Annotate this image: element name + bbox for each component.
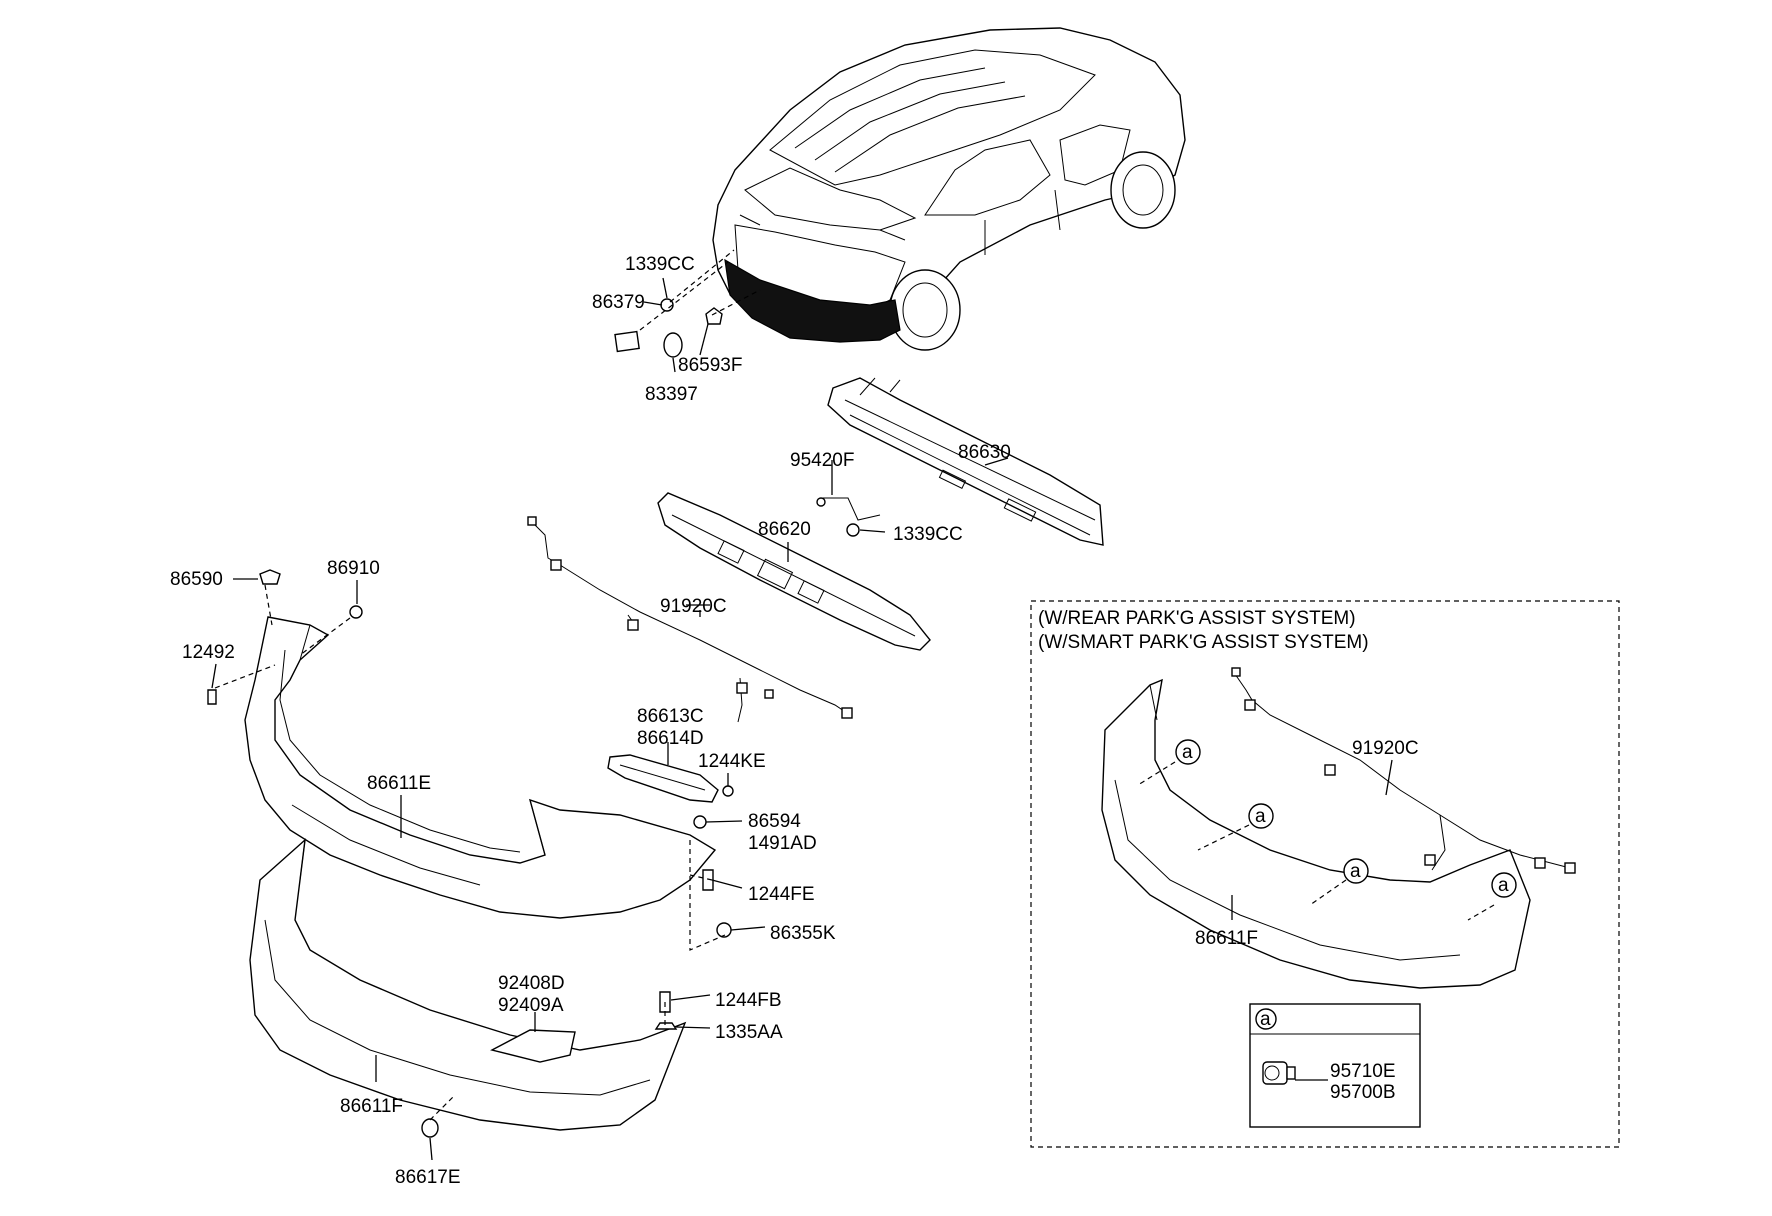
side-bracket-86613c xyxy=(607,754,734,829)
lbl-86379: 86379 xyxy=(592,292,645,313)
part-86910-clip xyxy=(349,605,363,619)
legend-key-circle xyxy=(1255,1008,1277,1030)
lbl-86614d: 86614D xyxy=(637,728,704,749)
lbl-1339cc-top: 1339CC xyxy=(625,254,695,275)
lbl-1244fe: 1244FE xyxy=(748,884,815,905)
lbl-86594: 86594 xyxy=(748,811,801,832)
marker-a-3 xyxy=(1343,858,1369,884)
lbl-83397: 83397 xyxy=(645,384,698,405)
lbl-95710e: 95710E xyxy=(1330,1061,1396,1082)
lbl-86593f: 86593F xyxy=(678,355,742,376)
inset-bumper-86611f xyxy=(1101,678,1531,989)
part-83397-grommet xyxy=(663,332,683,358)
lbl-86590: 86590 xyxy=(170,569,223,590)
lbl-1244fb: 1244FB xyxy=(715,990,782,1011)
energy-absorber-86620 xyxy=(657,492,931,651)
lbl-1335aa: 1335AA xyxy=(715,1022,783,1043)
rear-bumper-upper-86611e xyxy=(244,616,717,919)
part-12492-bolt xyxy=(207,689,217,705)
lbl-12492: 12492 xyxy=(182,642,235,663)
inset-title-line1: (W/REAR PARK'G ASSIST SYSTEM) xyxy=(1038,608,1356,629)
bracket-95420f xyxy=(816,497,881,537)
marker-a-3-letter: a xyxy=(1350,861,1361,882)
inset-park-assist: (W/REAR PARK'G ASSIST SYSTEM) (W/SMART P… xyxy=(1030,600,1620,1148)
lbl-86613c: 86613C xyxy=(637,706,704,727)
reflector-92408d xyxy=(490,1029,576,1063)
lbl-86620: 86620 xyxy=(758,519,811,540)
marker-a-2-letter: a xyxy=(1255,806,1266,827)
lbl-91920c: 91920C xyxy=(660,596,727,617)
marker-a-2 xyxy=(1248,803,1274,829)
lbl-1491ad: 1491AD xyxy=(748,833,817,854)
part-86379-cover xyxy=(614,330,640,353)
inset-title-line2: (W/SMART PARK'G ASSIST SYSTEM) xyxy=(1038,632,1369,653)
part-86617e-cap xyxy=(421,1118,439,1138)
part-86590-clip xyxy=(259,569,281,585)
callout-labels: 1339CC 86379 86593F 83397 86630 95420F 8… xyxy=(170,254,1011,1188)
part-1244fe-bolt xyxy=(702,869,714,891)
part-86593f-screw xyxy=(705,307,723,325)
legend-key-letter: a xyxy=(1260,1009,1271,1030)
lbl-inset-86611f: 86611F xyxy=(1195,928,1258,949)
assembly-lines xyxy=(214,584,726,1121)
lbl-92409a: 92409A xyxy=(498,995,564,1016)
lbl-95420f: 95420F xyxy=(790,450,854,471)
marker-a-1-letter: a xyxy=(1182,742,1193,763)
lbl-1244ke: 1244KE xyxy=(698,751,766,772)
wiring-harness-91920c xyxy=(527,516,853,723)
leader-lines xyxy=(211,277,1009,1161)
lbl-92408d: 92408D xyxy=(498,973,565,994)
marker-a-1 xyxy=(1175,739,1201,765)
lbl-86910: 86910 xyxy=(327,558,380,579)
rear-beam-86630 xyxy=(827,377,1104,546)
lbl-86617e: 86617E xyxy=(395,1167,461,1188)
marker-a-4 xyxy=(1491,872,1517,898)
parking-sensor-icon xyxy=(1262,1061,1296,1085)
car-fasteners xyxy=(614,249,761,358)
rear-bumper-lower-86611f xyxy=(249,838,687,1131)
lbl-inset-91920c: 91920C xyxy=(1352,738,1419,759)
lbl-86611f-main: 86611F xyxy=(340,1096,403,1117)
lbl-1339cc-mid: 1339CC xyxy=(893,524,963,545)
marker-a-4-letter: a xyxy=(1498,875,1509,896)
lbl-86611e: 86611E xyxy=(367,773,431,794)
lbl-95700b: 95700B xyxy=(1330,1082,1396,1103)
lbl-86355k: 86355K xyxy=(770,923,836,944)
lbl-86630: 86630 xyxy=(958,442,1011,463)
sensor-legend: a 95710E 95700B xyxy=(1249,1003,1421,1128)
part-1335aa-clip xyxy=(654,1022,678,1030)
vehicle-illustration xyxy=(712,27,1186,351)
